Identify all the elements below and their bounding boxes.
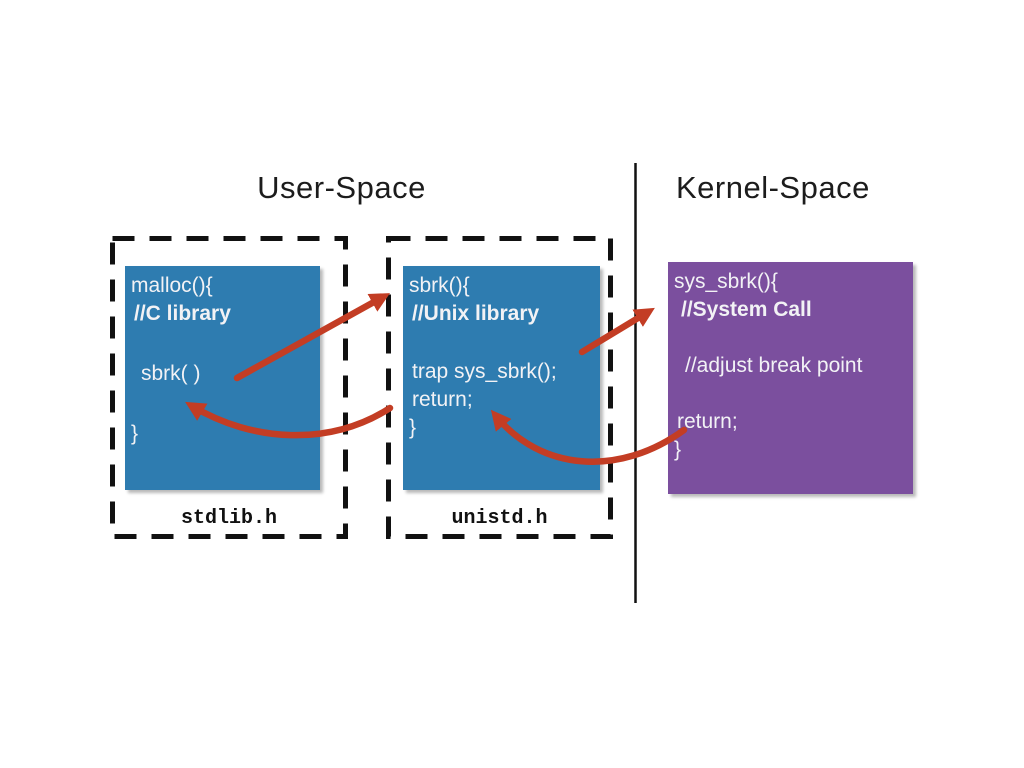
sys-sbrk-signature: sys_sbrk(){ (674, 270, 778, 293)
sys-sbrk-return: return; (677, 410, 738, 433)
malloc-signature: malloc(){ (131, 274, 213, 297)
sys-sbrk-function-box: sys_sbrk(){ //System Call //adjust break… (668, 262, 913, 494)
malloc-comment: //C library (134, 302, 231, 325)
user-space-title: User-Space (257, 170, 426, 205)
sbrk-trap-call: trap sys_sbrk(); (412, 360, 557, 383)
sbrk-return: return; (412, 388, 473, 411)
sys-sbrk-comment: //System Call (681, 298, 812, 321)
sbrk-comment: //Unix library (412, 302, 540, 325)
sbrk-signature: sbrk(){ (409, 274, 470, 297)
malloc-closing-brace: } (131, 422, 139, 445)
kernel-space-title: Kernel-Space (676, 170, 870, 205)
malloc-sbrk-call: sbrk( ) (141, 362, 201, 385)
malloc-function-box: malloc(){ //C library sbrk( ) } (125, 266, 320, 490)
sys-sbrk-adjust-comment: //adjust break point (685, 354, 863, 377)
sbrk-function-box: sbrk(){ //Unix library trap sys_sbrk(); … (403, 266, 600, 490)
stdlib-header-label: stdlib.h (180, 507, 277, 530)
sbrk-closing-brace: } (409, 416, 417, 439)
unistd-header-label: unistd.h (451, 507, 548, 530)
sys-sbrk-closing-brace: } (674, 438, 682, 461)
